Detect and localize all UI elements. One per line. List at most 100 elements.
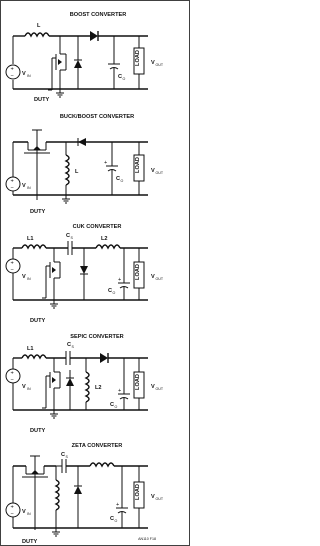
boost-duty-label: DUTY (34, 97, 49, 103)
sepic-output-cap (118, 358, 130, 410)
zeta-vin-label: V (22, 509, 26, 515)
buckboost-vin-label: V (22, 183, 26, 189)
sepic-cap-sub: O (115, 405, 118, 409)
cuk-vout-sub: OUT (156, 277, 164, 281)
buckboost-inductor (64, 154, 70, 186)
zeta-coupling-cap (61, 459, 67, 473)
buckboost-cap-label: C (116, 176, 120, 182)
sepic-cs-label: C (67, 342, 71, 348)
boost-ground (56, 89, 64, 98)
zeta-cs-sub: S (66, 455, 69, 459)
sepic-vin-label: V (22, 384, 26, 390)
cuk-coupling-cap (67, 241, 73, 255)
zeta-cs-label: C (61, 452, 65, 458)
cuk-load-label: LOAD (135, 264, 141, 280)
svg-text:−: − (11, 185, 14, 191)
cuk-cap-sub: O (113, 291, 116, 295)
cuk-cs-label: C (66, 233, 70, 239)
buckboost-vout-sub: OUT (156, 171, 164, 175)
cuk-switch (45, 248, 61, 300)
buckboost-inductor-label: L (75, 169, 79, 175)
cuk-inductor-l2 (95, 244, 121, 250)
sepic-diode (100, 353, 108, 363)
buckboost-source (5, 176, 21, 192)
sepic-vout-sub: OUT (156, 387, 164, 391)
sepic-converter: SEPIC CONVERTER L1 C S DUTY L2 + − V IN (5, 334, 164, 434)
figure-id: AN110 F18 (138, 537, 156, 541)
sepic-duty-label: DUTY (30, 428, 45, 434)
buckboost-vout-label: V (151, 168, 155, 174)
zeta-duty-label: DUTY (22, 539, 37, 545)
svg-text:−: − (11, 511, 14, 517)
zeta-cap-label: C (110, 516, 114, 522)
zeta-cap-sub: O (115, 519, 118, 523)
boost-title: BOOST CONVERTER (70, 12, 127, 18)
buckboost-title: BUCK/BOOST CONVERTER (60, 114, 134, 120)
buckboost-converter: BUCK/BOOST CONVERTER DUTY L + − V IN C O… (5, 114, 164, 215)
svg-text:+: + (11, 505, 14, 511)
cuk-cap-label: C (108, 288, 112, 294)
boost-output-diode (90, 31, 98, 41)
svg-text:+: + (11, 371, 14, 377)
buckboost-cap-sub: O (121, 179, 124, 183)
svg-text:+: + (11, 179, 14, 185)
cuk-title: CUK CONVERTER (73, 224, 122, 230)
svg-text:−: − (11, 267, 14, 273)
svg-text:+: + (11, 67, 14, 73)
cuk-vin-sub: IN (27, 277, 31, 281)
sepic-inductor-l2 (84, 371, 90, 403)
cuk-inductor-l1 (21, 244, 47, 250)
sepic-l2-label: L2 (95, 385, 102, 391)
zeta-output-cap (116, 466, 128, 528)
cuk-duty-label: DUTY (30, 318, 45, 324)
sepic-inductor-l1 (21, 354, 47, 360)
zeta-title: ZETA CONVERTER (72, 443, 123, 449)
boost-vin-sub: IN (27, 74, 31, 78)
cuk-source (5, 258, 21, 274)
cuk-cs-sub: S (71, 236, 74, 240)
cuk-vin-label: V (22, 274, 26, 280)
zeta-load-label: LOAD (135, 484, 141, 500)
boost-vin-label: V (22, 71, 26, 77)
cuk-output-cap (118, 248, 130, 300)
schematics-canvas: BOOST CONVERTER L + − V IN DUTY C O LOAD (0, 0, 190, 546)
sepic-switch (45, 358, 61, 410)
boost-inductor-label: L (37, 23, 41, 29)
converter-topologies-figure: BOOST CONVERTER L + − V IN DUTY C O LOAD (0, 0, 190, 546)
zeta-converter: ZETA CONVERTER DUTY C S + − V IN C O + (5, 443, 164, 545)
cuk-vout-label: V (151, 274, 155, 280)
zeta-source (5, 502, 21, 518)
zeta-vout-sub: OUT (156, 497, 164, 501)
zeta-inductor-2 (89, 462, 115, 468)
sepic-title: SEPIC CONVERTER (70, 334, 123, 340)
boost-cap-label: C (118, 74, 122, 80)
boost-source (5, 64, 21, 80)
sepic-source (5, 368, 21, 384)
buckboost-duty-label: DUTY (30, 209, 45, 215)
sepic-cs-sub: S (72, 345, 75, 349)
boost-vout-sub: OUT (156, 63, 164, 67)
zeta-inductor-1 (54, 479, 60, 511)
cuk-converter: CUK CONVERTER L1 C S L2 DUTY + − V IN C … (5, 224, 164, 324)
boost-load-label: LOAD (135, 50, 141, 66)
sepic-l1-label: L1 (27, 346, 34, 352)
boost-output-cap (108, 36, 120, 89)
cuk-l2-label: L2 (101, 236, 108, 242)
boost-converter: BOOST CONVERTER L + − V IN DUTY C O LOAD (5, 12, 164, 103)
svg-text:+: + (116, 502, 119, 508)
svg-text:+: + (118, 277, 121, 283)
buckboost-vin-sub: IN (27, 186, 31, 190)
buckboost-output-cap (106, 142, 118, 195)
cuk-diode (80, 266, 88, 274)
svg-text:−: − (11, 377, 14, 383)
svg-text:−: − (11, 73, 14, 79)
svg-text:+: + (11, 261, 14, 267)
zeta-diode (74, 486, 82, 494)
sepic-load-label: LOAD (135, 374, 141, 390)
boost-vout-label: V (151, 60, 155, 66)
sepic-vout-label: V (151, 384, 155, 390)
boost-switch (58, 59, 62, 65)
buckboost-load-label: LOAD (135, 157, 141, 173)
zeta-vin-sub: IN (27, 512, 31, 516)
cuk-l1-label: L1 (27, 236, 34, 242)
